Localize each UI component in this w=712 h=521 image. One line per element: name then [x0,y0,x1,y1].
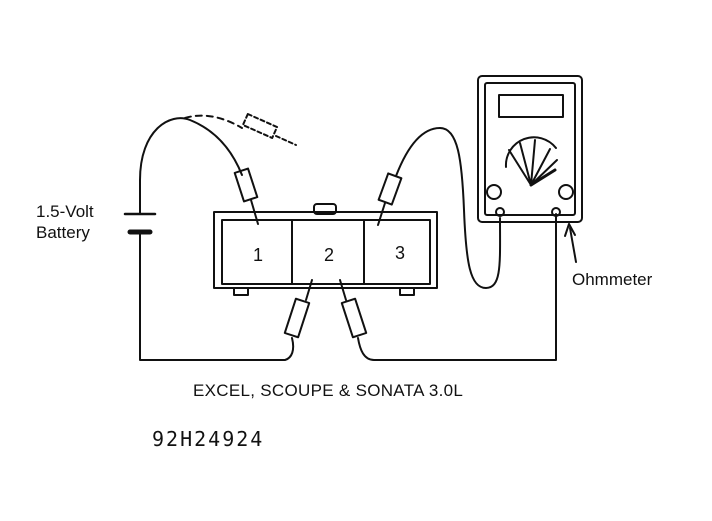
figure-caption: EXCEL, SCOUPE & SONATA 3.0L [193,381,464,400]
wire-battery-bottom-to-terminal-2 [139,337,295,361]
terminal-3-label: 3 [395,243,406,263]
battery-label-line-2: Battery [36,223,90,242]
dashed-alternate-probe [184,114,243,129]
wire-terminal-2-to-ohmmeter [357,213,557,361]
dashed-probe-outline [241,113,297,146]
probe-terminal-1 [233,167,259,225]
ohmmeter-body [477,75,583,223]
terminal-2-label: 2 [324,245,335,265]
ohmmeter-dial [504,136,558,187]
ohmmeter-label: Ohmmeter [572,270,653,289]
wire-battery-to-terminal-1 [139,117,243,181]
ohmmeter-arrow [564,223,577,263]
terminal-1-label: 1 [253,245,264,265]
battery-label-line-1: 1.5-Volt [36,202,94,221]
battery-label: 1.5-Volt Battery [36,201,94,243]
probe-terminal-2-left [283,279,313,339]
wire-terminal-3-to-ohmmeter [395,127,502,289]
probe-terminal-2-right [339,279,368,339]
component-housing [213,203,438,296]
probe-terminal-3 [377,172,403,226]
battery-symbol [123,179,157,357]
figure-code: 92H24924 [152,427,265,451]
